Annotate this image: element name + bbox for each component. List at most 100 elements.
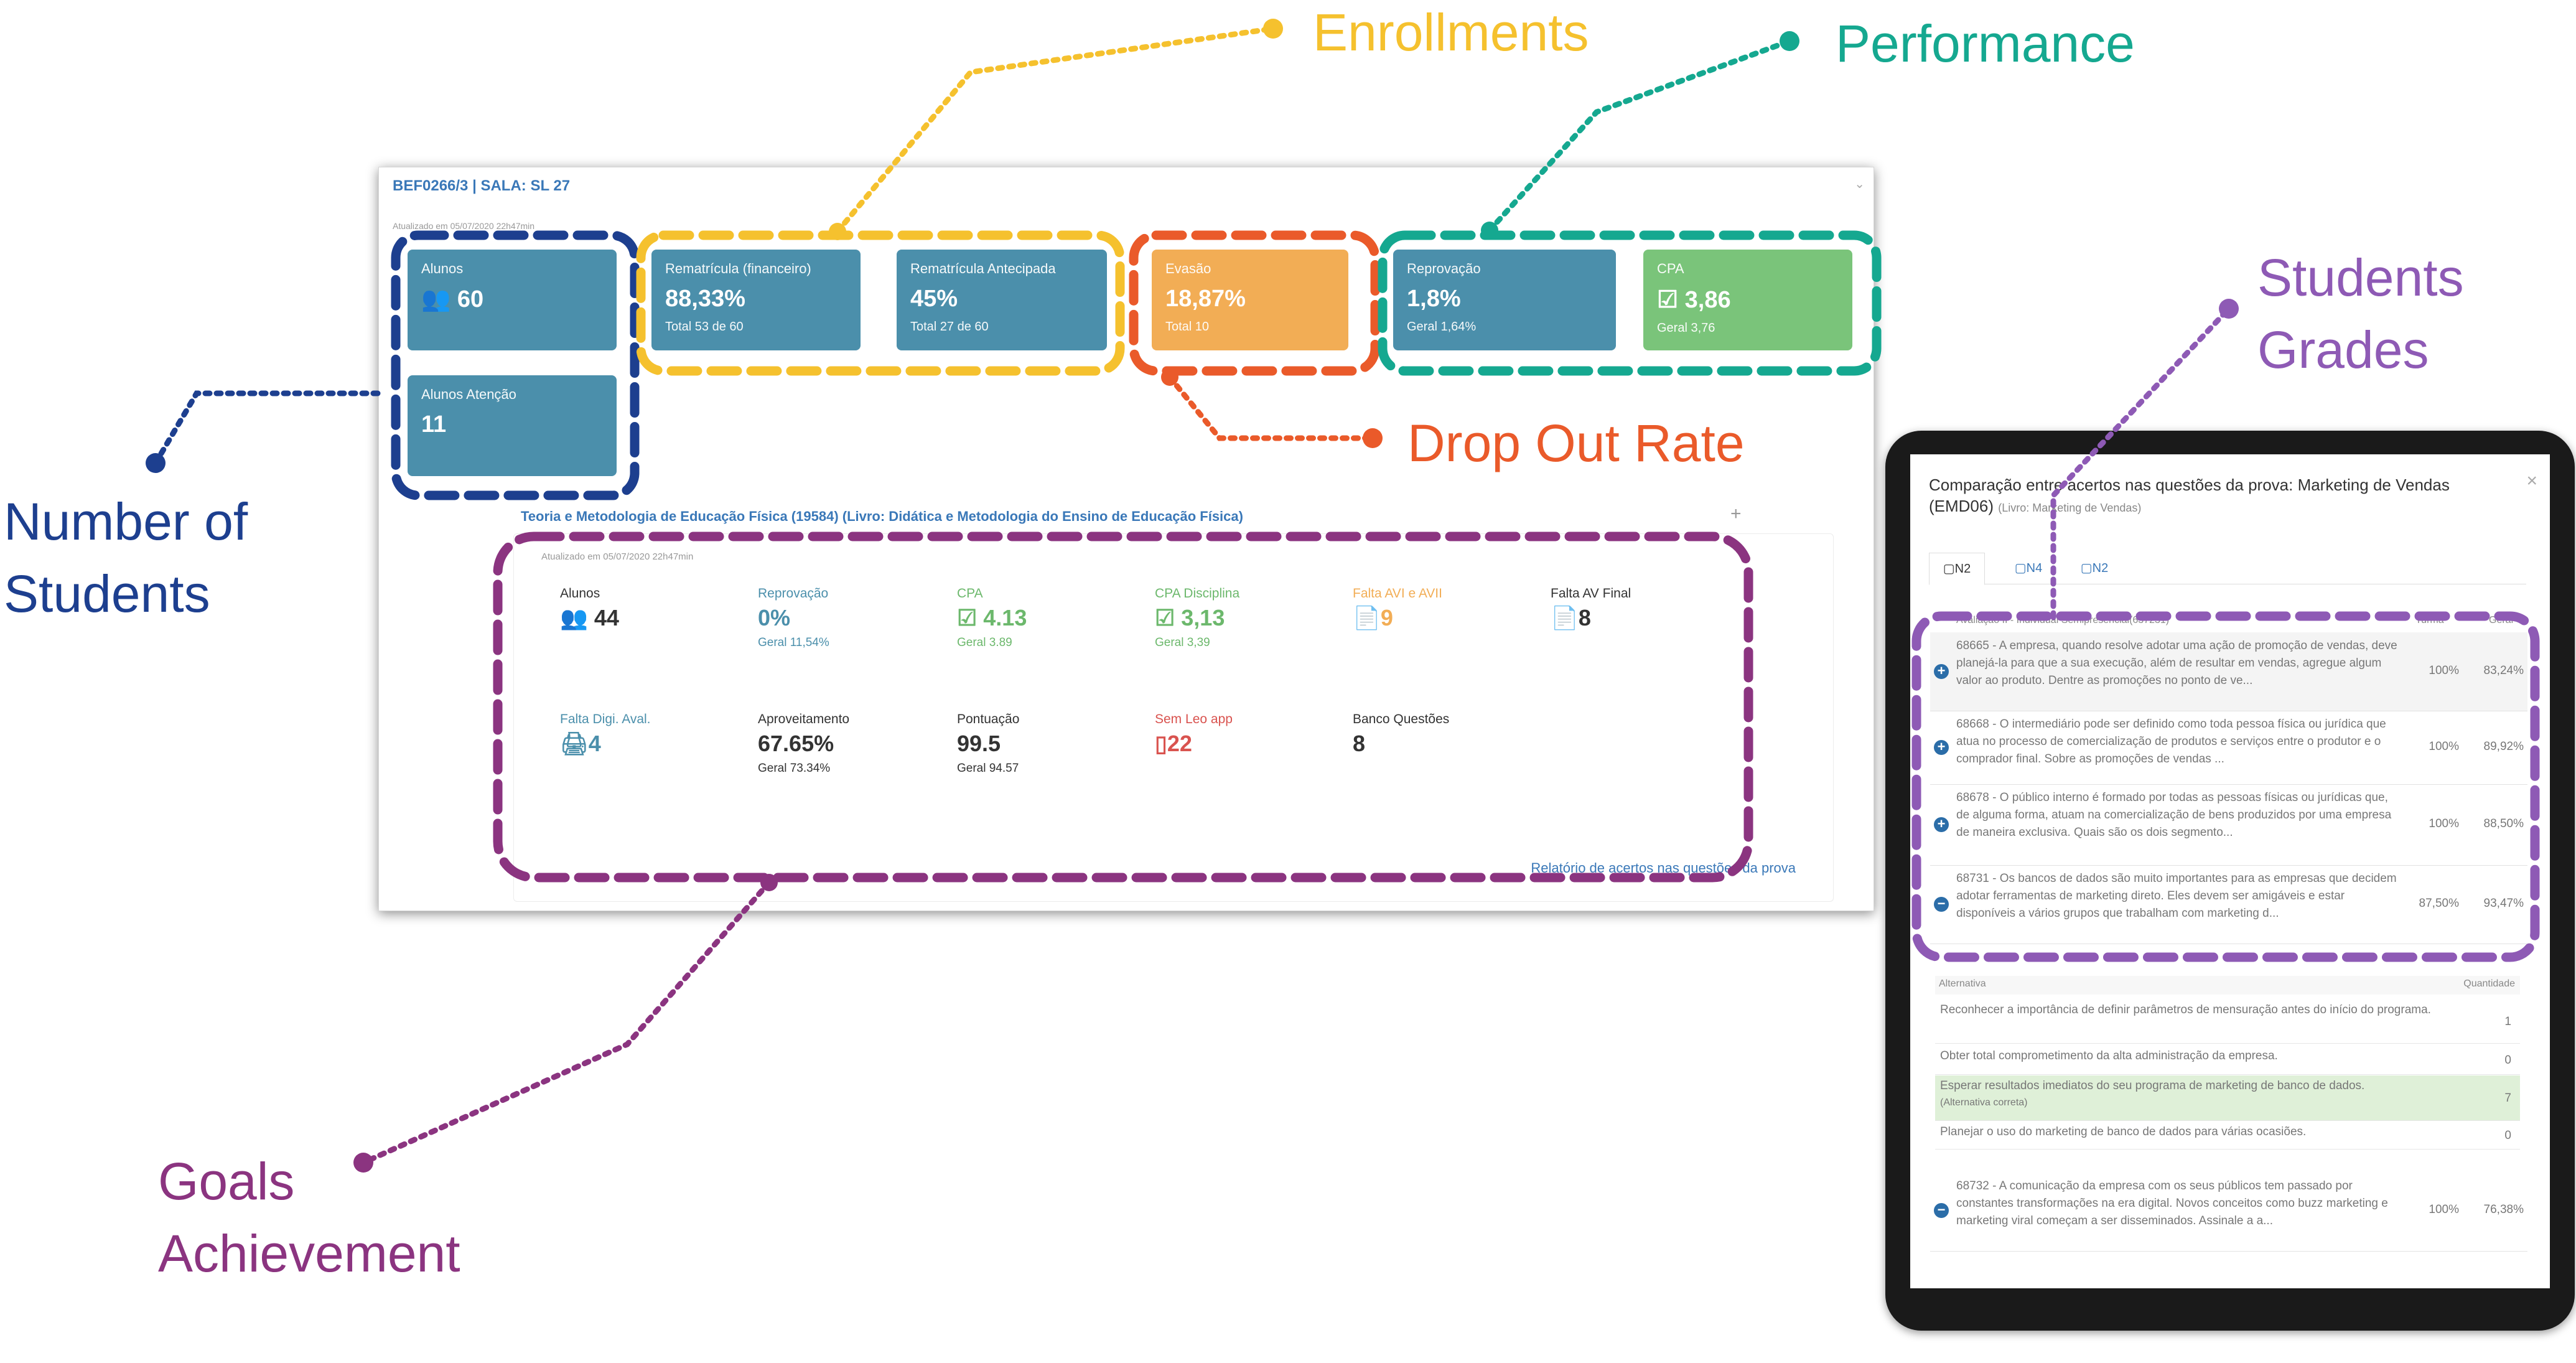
alternative-label: Planejar o uso do marketing de banco de … xyxy=(1940,1125,2307,1138)
metric-value: 44 xyxy=(594,605,619,630)
expand-icon[interactable]: + xyxy=(1934,817,1949,832)
modal-title: Comparação entre acertos nas questões da… xyxy=(1929,474,2501,518)
tab-n2[interactable]: ▢N2 xyxy=(2080,561,2109,575)
metric-title: Aproveitamento xyxy=(758,712,850,726)
metric-value: 0% xyxy=(758,605,791,630)
alternative-row: Planejar o uso do marketing de banco de … xyxy=(1935,1122,2520,1150)
question-text: 68732 - A comunicação da empresa com os … xyxy=(1956,1179,2388,1227)
tile-cpa[interactable]: CPA ☑ 3,86 Geral 3,76 xyxy=(1643,250,1852,350)
geral-percent: 83,24% xyxy=(2483,664,2524,677)
tile-title: Rematrícula Antecipada xyxy=(910,261,1056,276)
metric-cpa[interactable]: CPA ☑ 4.13 Geral 3.89 xyxy=(957,586,1119,650)
goals-leader xyxy=(360,879,772,1166)
tile-rematricula[interactable]: Rematrícula (financeiro) 88,33% Total 53… xyxy=(651,250,861,350)
question-text: 68665 - A empresa, quando resolve adotar… xyxy=(1956,639,2397,687)
alternative-label: Obter total comprometimento da alta admi… xyxy=(1940,1049,2278,1062)
metric-value: 99.5 xyxy=(957,731,1001,756)
tile-alunos[interactable]: Alunos 👥 60 xyxy=(408,250,617,350)
check-icon: ☑ xyxy=(1155,605,1182,630)
metric-falta-avi[interactable]: Falta AVI e AVII 📄9 xyxy=(1353,586,1514,631)
geral-percent: 76,38% xyxy=(2483,1203,2524,1216)
tile-evasao[interactable]: Evasão 18,87% Total 10 xyxy=(1152,250,1348,350)
metric-title: Falta Digi. Aval. xyxy=(560,712,651,726)
tab-n4[interactable]: ▢N4 xyxy=(2014,561,2043,575)
tile-title: Rematrícula (financeiro) xyxy=(665,261,811,276)
tile-sub: Total 53 de 60 xyxy=(665,320,744,334)
drop-out-rate-dot xyxy=(1363,428,1383,448)
users-icon: 👥 xyxy=(560,605,594,630)
check-icon: ☑ xyxy=(957,605,984,630)
tile-value: 3,86 xyxy=(1684,287,1731,313)
enrollments-label: Enrollments xyxy=(1313,3,1589,62)
number-of-students-leader xyxy=(152,390,383,466)
metric-aproveitamento[interactable]: Aproveitamento 67.65% Geral 73.34% xyxy=(758,712,920,775)
enrollments-leader xyxy=(834,26,1276,235)
tab-n2-active[interactable]: ▢N2 xyxy=(1929,553,1985,585)
users-icon: 👥 xyxy=(421,286,457,312)
expand-icon[interactable]: + xyxy=(1934,664,1949,679)
class-title: BEF0266/3 | SALA: SL 27 xyxy=(393,177,571,194)
course-plus[interactable]: + xyxy=(1730,504,1742,524)
printer-icon: 🖨 xyxy=(560,731,589,756)
metric-title: CPA Disciplina xyxy=(1155,586,1240,601)
alternative-qty: 7 xyxy=(2504,1092,2511,1105)
alternative-qty: 1 xyxy=(2504,1015,2511,1028)
tile-sub: Total 27 de 60 xyxy=(910,320,989,334)
updated-text: Atualizado em 05/07/2020 22h47min xyxy=(393,221,535,231)
tile-value: 60 xyxy=(457,286,484,312)
tile-reprovacao[interactable]: Reprovação 1,8% Geral 1,64% xyxy=(1393,250,1616,350)
document-icon: ▢ xyxy=(2080,561,2093,575)
metric-sub: Geral 3.89 xyxy=(957,636,1012,649)
metric-falta-av-final[interactable]: Falta AV Final 📄8 xyxy=(1551,586,1712,631)
alt-header-qty: Quantidade xyxy=(2463,978,2515,989)
collapse-icon[interactable]: − xyxy=(1934,1203,1949,1218)
tab-bar: ▢N2 ▢N4 ▢N2 xyxy=(1929,553,2526,585)
performance-leader xyxy=(1486,38,1793,233)
metric-alunos[interactable]: Alunos 👥 44 xyxy=(560,586,722,631)
course-panel: Atualizado em 05/07/2020 22h47min Alunos… xyxy=(513,533,1834,902)
metric-cpa-disciplina[interactable]: CPA Disciplina ☑ 3,13 Geral 3,39 xyxy=(1155,586,1317,650)
goals-label-1: Goals xyxy=(158,1152,295,1211)
students-grades-box xyxy=(1911,611,2540,962)
metric-banco-questoes[interactable]: Banco Questões 8 xyxy=(1353,712,1514,757)
tile-sub: Geral 1,64% xyxy=(1407,320,1477,334)
question-row[interactable]: +68668 - O intermediário pode ser defini… xyxy=(1930,711,2527,785)
alternative-label: Reconhecer a importância de definir parâ… xyxy=(1940,1003,2431,1016)
question-text: 68731 - Os bancos de dados são muito imp… xyxy=(1956,872,2397,920)
metric-sem-leo-app[interactable]: Sem Leo app ▯22 xyxy=(1155,712,1317,757)
drop-out-rate-leader xyxy=(1167,374,1376,441)
alternative-text: Obter total comprometimento da alta admi… xyxy=(1940,1048,2463,1064)
metric-title: Alunos xyxy=(560,586,600,601)
collapse-icon[interactable]: ⌄ xyxy=(1854,177,1865,191)
question-row[interactable]: +68678 - O público interno é formado por… xyxy=(1930,784,2527,866)
metric-falta-digi[interactable]: Falta Digi. Aval. 🖨4 xyxy=(560,712,722,757)
metric-title: Banco Questões xyxy=(1353,712,1450,726)
enrollments-box xyxy=(636,230,1125,376)
metric-reprovacao[interactable]: Reprovação 0% Geral 11,54% xyxy=(758,586,920,650)
tile-antecipada[interactable]: Rematrícula Antecipada 45% Total 27 de 6… xyxy=(897,250,1107,350)
document-icon: ▢ xyxy=(2014,561,2027,575)
question-row[interactable]: +68665 - A empresa, quando resolve adota… xyxy=(1930,632,2527,711)
tile-alunos-atencao[interactable]: Alunos Atenção 11 xyxy=(408,375,617,476)
number-of-students-dot xyxy=(146,453,166,473)
performance-label: Performance xyxy=(1836,14,2135,73)
course-title[interactable]: Teoria e Metodologia de Educação Física … xyxy=(521,508,1243,524)
metric-pontuacao[interactable]: Pontuação 99.5 Geral 94.57 xyxy=(957,712,1119,775)
tile-title: Evasão xyxy=(1165,261,1211,276)
metric-title: Reprovação xyxy=(758,586,829,601)
alt-header: Alternativa Quantidade xyxy=(1935,976,2520,995)
question-row[interactable]: −68732 - A comunicação da empresa com os… xyxy=(1930,1170,2527,1252)
metric-value: 4 xyxy=(588,731,601,756)
tile-value: 1,8% xyxy=(1407,286,1461,312)
tile-value: 45% xyxy=(910,286,958,312)
collapse-icon[interactable]: − xyxy=(1934,897,1949,912)
tile-title: Alunos Atenção xyxy=(421,386,516,402)
turma-percent: 100% xyxy=(2429,1203,2459,1216)
close-icon[interactable]: × xyxy=(2526,471,2537,491)
tile-title: Reprovação xyxy=(1407,261,1481,276)
expand-icon[interactable]: + xyxy=(1934,740,1949,755)
metric-value: 8 xyxy=(1353,731,1366,756)
question-row[interactable]: −68731 - Os bancos de dados são muito im… xyxy=(1930,865,2527,944)
metric-sub: Geral 73.34% xyxy=(758,762,831,775)
